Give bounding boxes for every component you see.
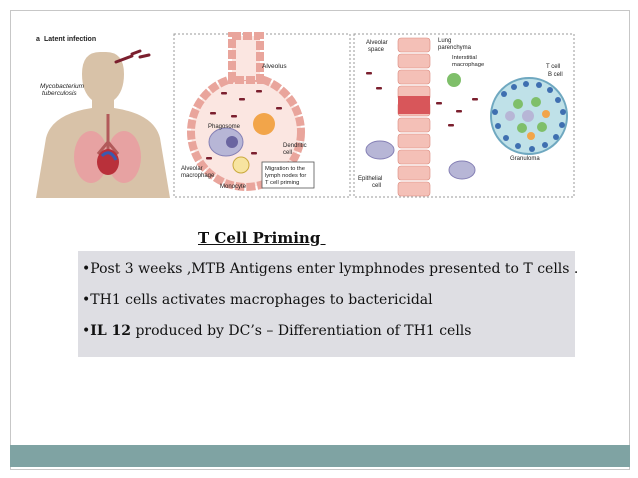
b-cell-label: B cell xyxy=(548,72,563,78)
phagosome-label: Phagosome xyxy=(208,124,241,130)
alveolus-label: Alveolus xyxy=(262,63,287,70)
lung-parenchyma-label-1: Lung xyxy=(438,38,451,44)
alveolar-space-label-1: Alveolar xyxy=(366,40,388,46)
alveolar-space-label-2: space xyxy=(368,47,385,53)
interstitial-macrophage xyxy=(447,73,461,87)
bottom-accent-bar xyxy=(10,445,630,467)
migration-label-2: lymph nodes for xyxy=(265,173,306,179)
mycobacterium-label-1: Mycobacterium xyxy=(40,83,85,90)
bullet-item: •Post 3 weeks ,MTB Antigens enter lymphn… xyxy=(82,261,579,277)
bullet-item: •TH1 cells activates macrophages to bact… xyxy=(82,292,433,308)
epithelial-label-1: Epithelial xyxy=(358,176,382,182)
parenchyma-diagram xyxy=(365,37,568,197)
interstitial-label-1: Interstitial xyxy=(452,55,477,61)
migration-label-1: Migration to the xyxy=(265,166,305,172)
latent-infection-figure: a Latent infection Mycobacterium tubercu… xyxy=(36,32,575,198)
t-cell-label: T cell xyxy=(546,64,560,70)
bullet-item: •IL 12 produced by DC’s – Differentiatio… xyxy=(82,323,472,339)
panel-title: Latent infection xyxy=(44,36,96,43)
dendritic-cell xyxy=(253,113,275,135)
slide-title: T Cell Priming xyxy=(198,229,326,247)
monocyte-label: Monocyte xyxy=(220,184,247,190)
alveolar-macrophage-label-2: macrophage xyxy=(181,173,215,179)
human-silhouette xyxy=(36,49,170,198)
bullet-box: •Post 3 weeks ,MTB Antigens enter lymphn… xyxy=(78,251,579,357)
monocyte xyxy=(232,156,250,174)
lung-parenchyma-label-2: parenchyma xyxy=(438,45,472,51)
granuloma-label: Granuloma xyxy=(510,156,540,162)
interstitial-label-2: macrophage xyxy=(452,62,484,68)
alveolus-diagram xyxy=(187,32,315,191)
panel-label: a xyxy=(36,36,40,43)
alveolar-macrophage-label-1: Alveolar xyxy=(181,166,203,172)
epithelial-label-2: cell xyxy=(372,183,381,189)
dendritic-label-1: Dendritic xyxy=(283,143,307,149)
mycobacterium-label-2: tuberculosis xyxy=(42,90,77,97)
migration-label-3: T cell priming xyxy=(265,180,299,186)
dendritic-label-2: cell xyxy=(283,150,292,156)
